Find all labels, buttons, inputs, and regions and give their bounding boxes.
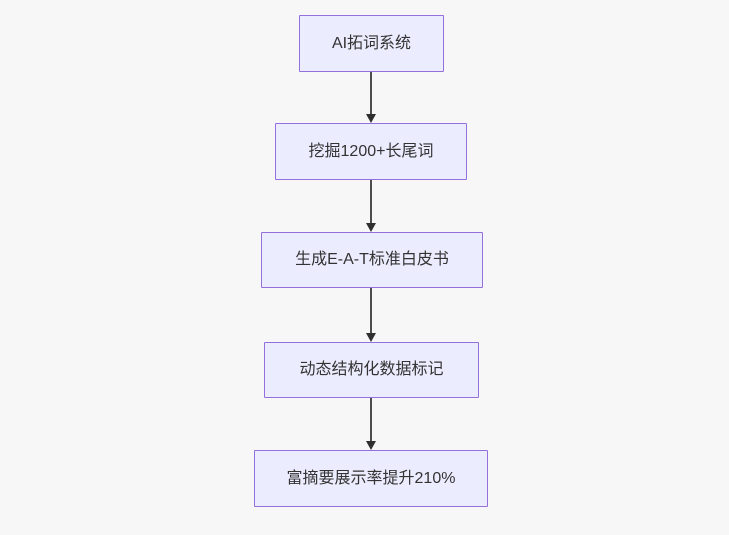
flow-node-label: 生成E-A-T标准白皮书 <box>295 251 449 269</box>
flow-node-rich-snippet-result: 富摘要展示率提升210% <box>254 450 488 507</box>
flow-node-label: 动态结构化数据标记 <box>299 361 444 379</box>
flow-node-label: 富摘要展示率提升210% <box>286 469 456 487</box>
arrow-down-connector <box>366 398 376 450</box>
flow-node-longtail-mining: 挖掘1200+长尾词 <box>275 123 467 180</box>
flow-node-label: 挖掘1200+长尾词 <box>308 142 434 160</box>
flow-node-label: AI拓词系统 <box>331 34 412 52</box>
arrow-down-connector <box>366 180 376 232</box>
arrow-down-connector <box>366 288 376 342</box>
flow-node-structured-data-markup: 动态结构化数据标记 <box>264 342 479 398</box>
flow-node-ai-keyword-system: AI拓词系统 <box>299 15 444 72</box>
arrow-down-connector <box>366 72 376 123</box>
flow-node-eat-whitepaper: 生成E-A-T标准白皮书 <box>261 232 483 288</box>
